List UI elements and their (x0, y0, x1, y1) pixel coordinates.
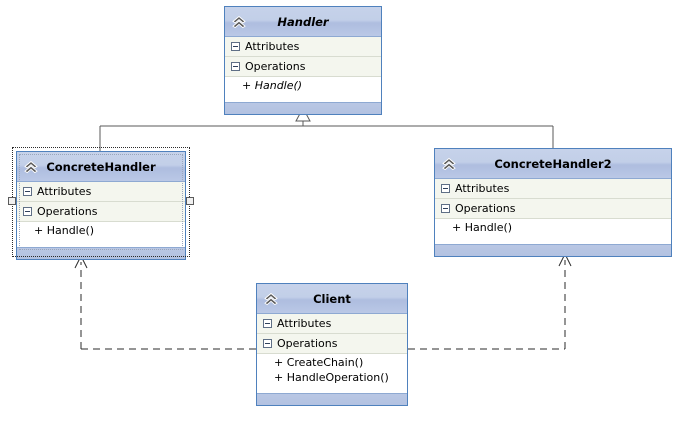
collapse-icon[interactable] (263, 319, 272, 328)
uml-attributes-section[interactable]: Attributes (17, 182, 185, 202)
uml-operations-section[interactable]: Operations (257, 334, 407, 354)
uml-operations-label: Operations (37, 205, 98, 218)
uml-operation-item[interactable]: + Handle() (242, 79, 303, 92)
uml-class-footer (257, 393, 407, 405)
uml-attributes-section[interactable]: Attributes (435, 179, 671, 199)
uml-class-footer (225, 102, 381, 114)
class-chevron-icon (442, 157, 456, 170)
uml-attributes-label: Attributes (245, 40, 300, 53)
dependency-client-to-concretehandler2 (408, 252, 572, 350)
collapse-icon[interactable] (23, 187, 32, 196)
uml-class-header: ConcreteHandler2 (435, 149, 671, 179)
uml-class-name: Client (313, 291, 351, 306)
uml-operations-list: + CreateChain() + HandleOperation() (257, 354, 407, 393)
uml-class-concretehandler2[interactable]: ConcreteHandler2 Attributes Operations +… (434, 148, 672, 257)
uml-attributes-section[interactable]: Attributes (257, 314, 407, 334)
uml-operations-label: Operations (245, 60, 306, 73)
class-chevron-icon (24, 160, 38, 173)
collapse-icon[interactable] (231, 62, 240, 71)
uml-class-footer (435, 244, 671, 256)
uml-class-name: Handler (277, 14, 329, 29)
dependency-client-to-concretehandler (74, 254, 256, 350)
uml-class-name: ConcreteHandler (46, 159, 156, 174)
uml-operation-item[interactable]: + Handle() (452, 221, 513, 234)
uml-attributes-section[interactable]: Attributes (225, 37, 381, 57)
uml-class-name: ConcreteHandler2 (494, 156, 612, 171)
uml-class-header: ConcreteHandler (17, 152, 185, 182)
uml-operation-item[interactable]: + CreateChain() (274, 356, 364, 369)
uml-operations-list: + Handle() (225, 77, 381, 102)
collapse-icon[interactable] (231, 42, 240, 51)
uml-class-concretehandler[interactable]: ConcreteHandler Attributes Operations + … (16, 151, 186, 260)
uml-attributes-label: Attributes (455, 182, 510, 195)
collapse-icon[interactable] (23, 207, 32, 216)
uml-operations-list: + Handle() (17, 222, 185, 247)
uml-operations-section[interactable]: Operations (225, 57, 381, 77)
uml-operations-label: Operations (277, 337, 338, 350)
uml-class-header: Handler (225, 7, 381, 37)
uml-operation-item[interactable]: + HandleOperation() (274, 371, 389, 384)
class-chevron-icon (232, 15, 246, 28)
uml-operations-list: + Handle() (435, 219, 671, 244)
uml-class-handler[interactable]: Handler Attributes Operations + Handle() (224, 6, 382, 115)
uml-operations-label: Operations (455, 202, 516, 215)
uml-operations-section[interactable]: Operations (435, 199, 671, 219)
resize-handle-left[interactable] (8, 197, 16, 205)
uml-class-client[interactable]: Client Attributes Operations + CreateCha… (256, 283, 408, 406)
collapse-icon[interactable] (441, 184, 450, 193)
class-chevron-icon (264, 292, 278, 305)
uml-class-header: Client (257, 284, 407, 314)
uml-attributes-label: Attributes (277, 317, 332, 330)
collapse-icon[interactable] (263, 339, 272, 348)
uml-attributes-label: Attributes (37, 185, 92, 198)
uml-class-footer (17, 247, 185, 259)
resize-handle-right[interactable] (186, 197, 194, 205)
uml-operation-item[interactable]: + Handle() (34, 224, 95, 237)
collapse-icon[interactable] (441, 204, 450, 213)
uml-operations-section[interactable]: Operations (17, 202, 185, 222)
